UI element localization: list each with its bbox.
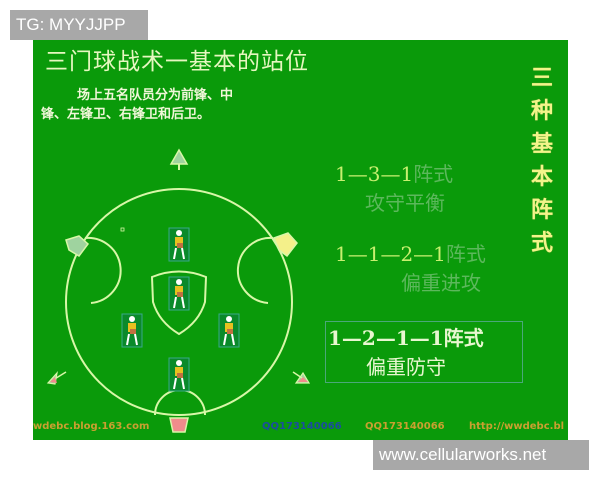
bottom-right-marker-icon — [292, 371, 311, 384]
bottom-gate-area — [154, 389, 206, 416]
watermark-bottom-right: www.cellularworks.net — [373, 440, 589, 470]
side-title-char: 基 — [530, 132, 553, 157]
formation-numbers: 1—2—1—1 — [328, 326, 444, 350]
formation-numbers: 1—1—2—1 — [335, 242, 446, 266]
side-title-char: 式 — [530, 231, 553, 256]
footer-qq-orange: QQ173140066 — [365, 421, 445, 432]
slide: 三门球战术一基本的站位 场上五名队员分为前锋、中 锋、左锋卫、右锋卫和后卫。 三… — [33, 40, 568, 440]
formation-suffix: 阵式 — [445, 242, 486, 266]
intro-line-1: 场上五名队员分为前锋、中 — [77, 88, 234, 103]
player-center — [168, 276, 190, 311]
player-forward — [168, 227, 190, 262]
side-title-char: 三 — [530, 66, 553, 91]
bottom-gate-icon — [169, 417, 189, 433]
court-diagram — [46, 148, 311, 433]
slide-title: 三门球战术一基本的站位 — [45, 49, 309, 75]
center-shield — [150, 270, 208, 336]
top-arrow-icon — [169, 148, 189, 170]
side-title-char: 阵 — [530, 198, 553, 223]
bottom-left-marker-icon — [46, 371, 67, 385]
footer-url: http://wwdebc.bl — [469, 421, 565, 432]
formation-description: 偏重防守 — [366, 355, 446, 379]
court-circle — [65, 188, 293, 416]
player-left-wing-guard — [121, 313, 143, 348]
left-gate-icon — [65, 235, 90, 257]
intro-line-2: 锋、左锋卫、右锋卫和后卫。 — [41, 107, 211, 122]
right-gate-icon — [273, 232, 298, 258]
intro-text: 场上五名队员分为前锋、中 锋、左锋卫、右锋卫和后卫。 — [41, 86, 301, 124]
side-title-char: 本 — [530, 165, 553, 190]
side-title: 三 种 基 本 阵 式 — [527, 62, 557, 260]
player-guard — [168, 357, 190, 392]
formation-1-2-1-1: 1—2—1—1阵式 偏重防守 — [325, 321, 523, 383]
formation-description: 偏重进攻 — [401, 271, 481, 295]
left-gate-area — [84, 236, 122, 304]
side-title-char: 种 — [530, 99, 553, 124]
right-gate-area — [236, 236, 274, 304]
formation-suffix: 阵式 — [443, 326, 484, 350]
formation-numbers: 1—3—1 — [335, 162, 414, 186]
formation-1-3-1: 1—3—1阵式 攻守平衡 — [335, 158, 453, 216]
footer-blog: wdebc.blog.163.com — [33, 421, 150, 432]
formation-suffix: 阵式 — [413, 162, 454, 186]
formation-description: 攻守平衡 — [365, 191, 445, 215]
footer-qq-blue: QQ173140066 — [262, 421, 342, 432]
formation-1-1-2-1: 1—1—2—1阵式 偏重进攻 — [335, 238, 486, 296]
player-right-wing-guard — [218, 313, 240, 348]
watermark-top-left: TG: MYYJJPP — [10, 10, 148, 40]
